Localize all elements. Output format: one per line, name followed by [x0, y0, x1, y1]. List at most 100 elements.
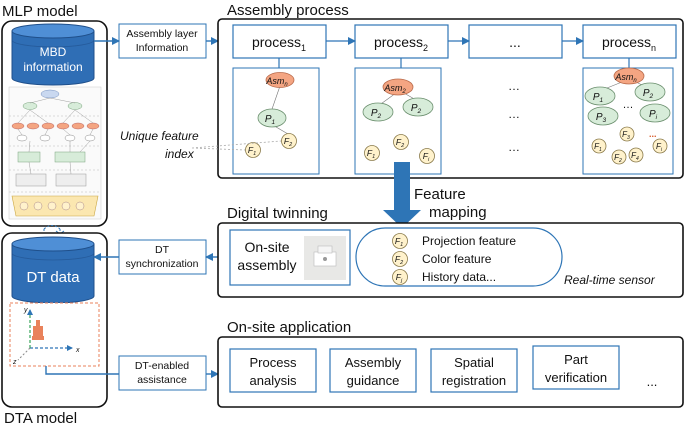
- onsite-assembly-photo: [304, 236, 346, 280]
- feature-label-history: History data...: [422, 270, 496, 284]
- process-label-2: process2: [374, 34, 428, 53]
- process-box-ellipsis: [468, 24, 563, 59]
- coordinate-axes-icon: [17, 309, 73, 361]
- pn-f1-node: [591, 138, 607, 154]
- app-box-assembly-guidance: [329, 348, 417, 393]
- axis-label-y: y: [23, 307, 28, 314]
- dt-assist-line2: assistance: [137, 374, 187, 386]
- p1-f1-label: F1: [248, 145, 256, 157]
- feature-label-color: Color feature: [422, 252, 492, 266]
- p2-p2a-label: P2: [371, 108, 382, 120]
- app-part-verification-line2: verification: [545, 370, 607, 385]
- feature-mapping-line1: Feature: [414, 186, 466, 203]
- dt-sync-line1: DT: [155, 244, 170, 256]
- dt-database-icon: [11, 236, 95, 304]
- pn-f2-label: F2: [614, 153, 622, 164]
- feature-label-projection: Projection feature: [422, 234, 516, 248]
- axis-label-x: x: [75, 347, 80, 354]
- onsite-assembly-line2: assembly: [237, 257, 296, 273]
- pn-asm-node: [613, 67, 645, 85]
- p1-f1-node: [245, 142, 261, 158]
- mlp-hierarchy-thumbnail: [8, 86, 102, 220]
- p1-p-node: [257, 108, 287, 128]
- mbd-label-line2: information: [23, 60, 82, 74]
- dta-model-title: DTA model: [4, 410, 77, 427]
- app-more-ellipsis: ...: [647, 374, 658, 389]
- real-time-sensor-label: Real-time sensor: [564, 273, 656, 287]
- p2-f1-node: [364, 145, 380, 161]
- ellipsis-3: …: [508, 140, 520, 154]
- feature-node-j: [392, 269, 408, 285]
- mbd-database-icon: [11, 23, 95, 86]
- p2-p2a-node: [362, 102, 394, 122]
- app-box-part-verification: [532, 345, 620, 390]
- p2-p2b-label: P2: [411, 103, 422, 115]
- mlp-model-title: MLP model: [2, 3, 78, 20]
- p1-f2-label: F2: [284, 136, 292, 148]
- p2-asm-label: Asm2: [383, 83, 406, 95]
- dt-assist-line1: DT-enabled: [135, 360, 189, 372]
- pn-f1-label: F1: [594, 142, 602, 153]
- app-box-process-analysis: [229, 348, 317, 393]
- feature-node-1-label: F1: [395, 236, 403, 248]
- axis-label-z: z: [12, 359, 17, 366]
- unique-feature-line2: index: [165, 147, 195, 161]
- p2-f1-label: F1: [367, 148, 375, 160]
- assembly-layer-info-line2: Information: [136, 42, 189, 54]
- p2-p2b-node: [402, 97, 434, 117]
- p2-fi-node: [419, 148, 435, 164]
- pn-fi-node: [652, 138, 668, 154]
- app-process-analysis-line2: analysis: [250, 373, 297, 388]
- pn-f3-node: [619, 126, 635, 142]
- process-label-ellipsis: ...: [509, 34, 521, 50]
- pn-p1-label: P1: [593, 92, 604, 104]
- p2-fi-label: Fi: [423, 151, 430, 163]
- p1-asm-node: [265, 72, 295, 88]
- dt-sync-box: [118, 239, 207, 275]
- pn-ellipsis: …: [623, 99, 634, 111]
- arrow-dt-data-to-assist: [45, 366, 119, 375]
- app-process-analysis-line1: Process: [250, 355, 297, 370]
- pn-f3-label: F3: [622, 130, 630, 141]
- pn-pi-node: [639, 103, 671, 123]
- pn-p3-node: [587, 106, 619, 126]
- process-box-1: [232, 24, 327, 59]
- p1-edge-asm-p: [270, 85, 281, 113]
- pn-asm-label: Asmn: [614, 72, 637, 84]
- p1-asm-label: Asmn: [265, 76, 288, 88]
- onsite-application-title: On-site application: [227, 319, 351, 336]
- unique-feature-line1: Unique feature: [120, 129, 199, 143]
- assembly-layer-info-line1: Assembly layer: [126, 28, 198, 40]
- pn-pi-label: Pi: [649, 109, 658, 121]
- p2-f2-node: [393, 134, 409, 150]
- process-label-1: process1: [252, 34, 306, 53]
- app-spatial-registration-line2: registration: [442, 373, 506, 388]
- part-model-icon: [32, 320, 44, 340]
- feature-node-2-label: F2: [395, 254, 403, 266]
- app-spatial-registration-line1: Spatial: [454, 355, 494, 370]
- feature-mapping-arrow: [383, 162, 421, 228]
- pn-p1-node: [584, 86, 616, 106]
- pn-f4-label: F4: [631, 151, 639, 162]
- pn-p3-label: P3: [596, 112, 607, 124]
- process-label-n: processn: [602, 34, 656, 53]
- mbd-label-line1: MBD: [40, 45, 67, 59]
- feature-node-1: [392, 233, 408, 249]
- app-assembly-guidance-line2: guidance: [347, 373, 400, 388]
- coordinate-box: [9, 302, 100, 367]
- ellipsis-1: …: [508, 79, 520, 93]
- app-box-spatial-registration: [430, 348, 518, 393]
- feature-node-2: [392, 251, 408, 267]
- pn-f4-node: [628, 147, 644, 163]
- pn-fi-label: Fi: [656, 142, 663, 153]
- app-part-verification-line1: Part: [564, 352, 588, 367]
- dt-assist-box: [118, 355, 207, 391]
- p2-f2-label: F2: [396, 137, 404, 149]
- pn-f2-node: [611, 149, 627, 165]
- dt-sync-line2: synchronization: [126, 258, 199, 270]
- dt-data-label: DT data: [26, 269, 80, 286]
- app-assembly-guidance-line1: Assembly: [345, 355, 402, 370]
- pn-p2-label: P2: [643, 88, 654, 100]
